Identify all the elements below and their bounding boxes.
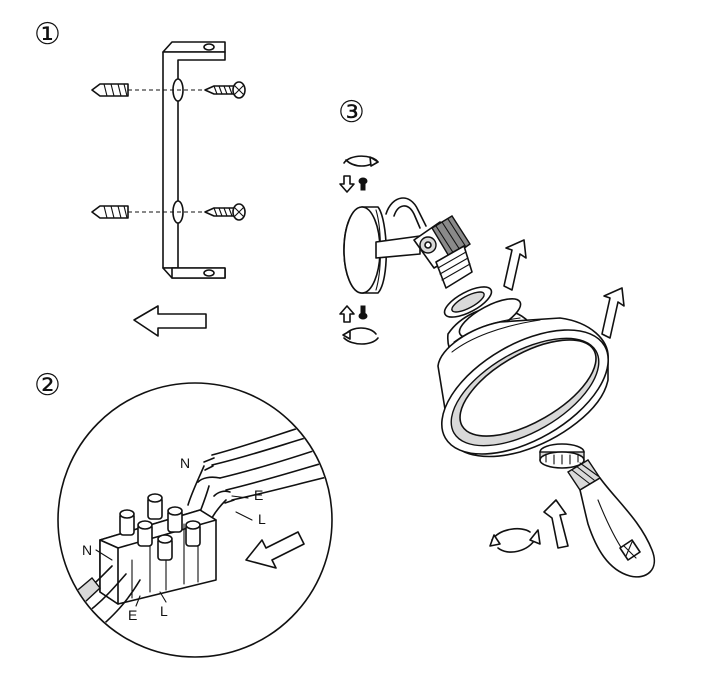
rotate-arrow-top-icon	[343, 155, 379, 167]
insert-arrow-icon	[245, 531, 305, 569]
lamp-arm	[375, 197, 427, 259]
shade-ring	[443, 286, 493, 318]
wall-plate	[343, 206, 388, 294]
shade-arrow-left-icon	[503, 239, 527, 291]
left-arrow-icon	[133, 305, 207, 337]
step-1-group: ①	[34, 18, 246, 337]
screw-small-top-icon	[358, 177, 368, 191]
edison-bulb	[567, 459, 655, 578]
shade-arrow-right-icon	[601, 287, 625, 339]
step-2-group: ②	[34, 369, 333, 658]
wire-label-e-right: E	[254, 487, 263, 503]
wall-plug-top	[91, 83, 129, 97]
bulb-ring	[539, 443, 585, 469]
step-2-number: ②	[34, 369, 61, 402]
terminal-block	[99, 493, 217, 605]
lamp-socket	[413, 215, 473, 289]
screw-top	[204, 81, 246, 99]
rotate-arrow-bottom-icon	[342, 327, 379, 345]
terminal-screws	[119, 493, 201, 561]
mounting-bracket	[162, 41, 226, 279]
wire-label-e-bottom: E	[128, 607, 137, 623]
up-arrow-icon	[339, 305, 355, 323]
step-3-group: ③	[338, 96, 655, 578]
wiring-detail-circle	[57, 382, 333, 658]
screw-small-bottom-icon	[358, 305, 368, 320]
bulb-arrow-icon	[543, 499, 569, 549]
screw-bottom	[204, 203, 246, 221]
mains-cable	[197, 414, 331, 504]
wire-label-l-bottom: L	[160, 603, 168, 619]
wall-plug-bottom	[91, 205, 129, 219]
wire-label-n-top: N	[180, 455, 190, 471]
down-arrow-icon	[339, 175, 355, 193]
step-3-number: ③	[338, 96, 365, 129]
rotate-arrow-bulb-icon	[489, 527, 541, 553]
step-1-number: ①	[34, 18, 61, 51]
lamp-shade	[437, 298, 610, 458]
wire-label-n-left: N	[82, 542, 92, 558]
wire-label-l-right: L	[258, 511, 266, 527]
